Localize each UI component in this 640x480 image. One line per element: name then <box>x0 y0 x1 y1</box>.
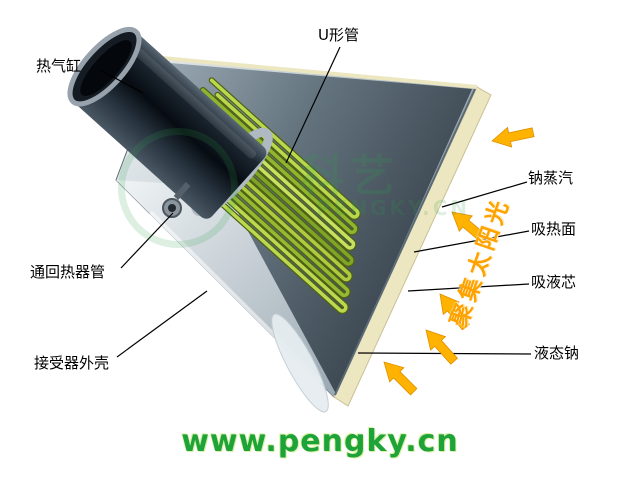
u-tube-bundle <box>156 77 361 314</box>
watermark-logo-circle <box>118 128 238 248</box>
leader-line <box>99 69 144 94</box>
label-regenerator-tube: 通回热器管 <box>30 263 106 281</box>
u-tube <box>192 97 356 250</box>
watermark-cn-text: 科艺 <box>300 151 400 202</box>
label-receiver-housing: 接受器外壳 <box>34 354 110 372</box>
leader-line <box>407 283 530 292</box>
u-tube <box>166 126 350 298</box>
watermark-latin-text: PENGKY.CN <box>316 196 471 220</box>
sunlight-arrow-icon <box>376 354 422 400</box>
sunlight-arrow-icon <box>489 121 536 152</box>
site-url: www.pengky.cn <box>181 424 459 459</box>
u-tube <box>175 117 352 282</box>
leader-line <box>285 46 341 164</box>
aperture-inner-edge <box>334 88 476 396</box>
leader-line <box>441 181 528 208</box>
shell-cut-edge <box>161 56 478 89</box>
u-tube <box>201 88 358 235</box>
leader-line <box>413 230 530 253</box>
u-tube <box>157 136 348 313</box>
label-sodium-vapor: 钠蒸汽 <box>528 169 574 187</box>
label-liquid-sodium: 液态钠 <box>534 344 580 362</box>
label-u-tube: U形管 <box>318 26 359 44</box>
leader-line <box>116 290 208 358</box>
liquid-sodium-pool <box>271 313 329 413</box>
label-hot-gas-cylinder: 热气缸 <box>36 57 82 75</box>
u-tube <box>183 107 354 266</box>
label-absorber-surface: 吸热面 <box>531 220 577 238</box>
u-tube <box>209 78 360 219</box>
label-wick: 吸液芯 <box>531 273 577 291</box>
